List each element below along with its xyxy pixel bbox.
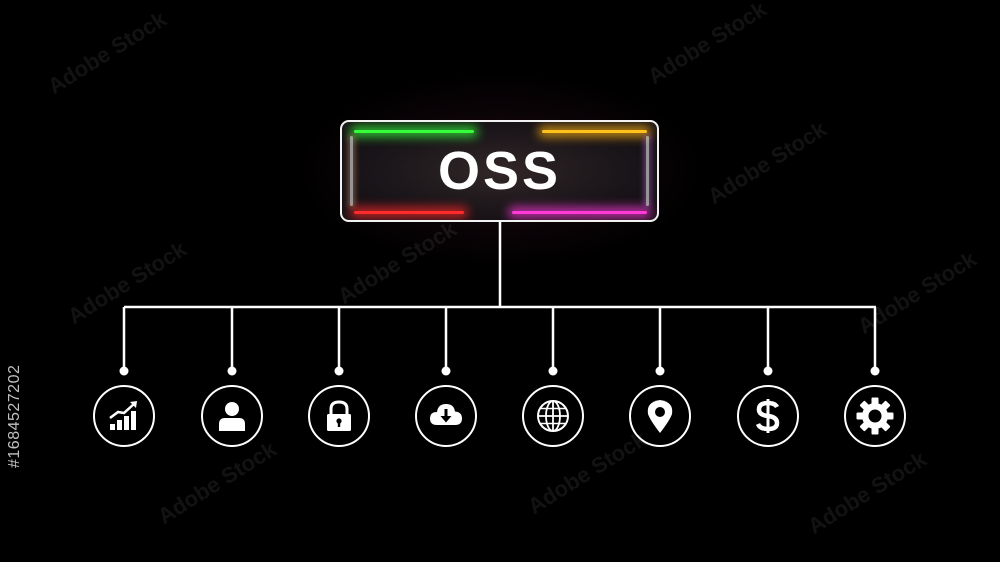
neon-accent-right <box>646 136 649 206</box>
padlock-icon <box>327 400 351 431</box>
cloud-download-icon <box>430 404 462 425</box>
node-dollar <box>737 385 799 447</box>
stock-id-label: #1684527202 <box>6 364 23 468</box>
growth-chart-icon <box>109 401 137 430</box>
neon-accent-red <box>354 211 464 214</box>
connector-dot <box>119 366 129 376</box>
map-pin-icon <box>647 400 673 433</box>
connector-dot <box>870 366 880 376</box>
connector-dot <box>441 366 451 376</box>
neon-accent-magenta <box>512 211 647 214</box>
connector-dot <box>548 366 558 376</box>
connector-dot <box>227 366 237 376</box>
gear-icon <box>856 397 894 435</box>
node-user <box>201 385 263 447</box>
connector-dot <box>763 366 773 376</box>
dollar-icon <box>755 399 780 433</box>
node-map-pin <box>629 385 691 447</box>
globe-icon <box>537 400 569 432</box>
node-padlock <box>308 385 370 447</box>
node-globe <box>522 385 584 447</box>
title-label: OSS <box>437 141 562 201</box>
connector-dot <box>334 366 344 376</box>
neon-accent-green <box>354 130 474 133</box>
connector-dot <box>655 366 665 376</box>
node-growth-chart <box>93 385 155 447</box>
neon-accent-left <box>350 136 353 206</box>
user-icon <box>219 402 245 431</box>
title-box: OSS <box>340 120 659 222</box>
node-gear <box>844 385 906 447</box>
node-cloud-download <box>415 385 477 447</box>
neon-accent-orange <box>542 130 647 133</box>
